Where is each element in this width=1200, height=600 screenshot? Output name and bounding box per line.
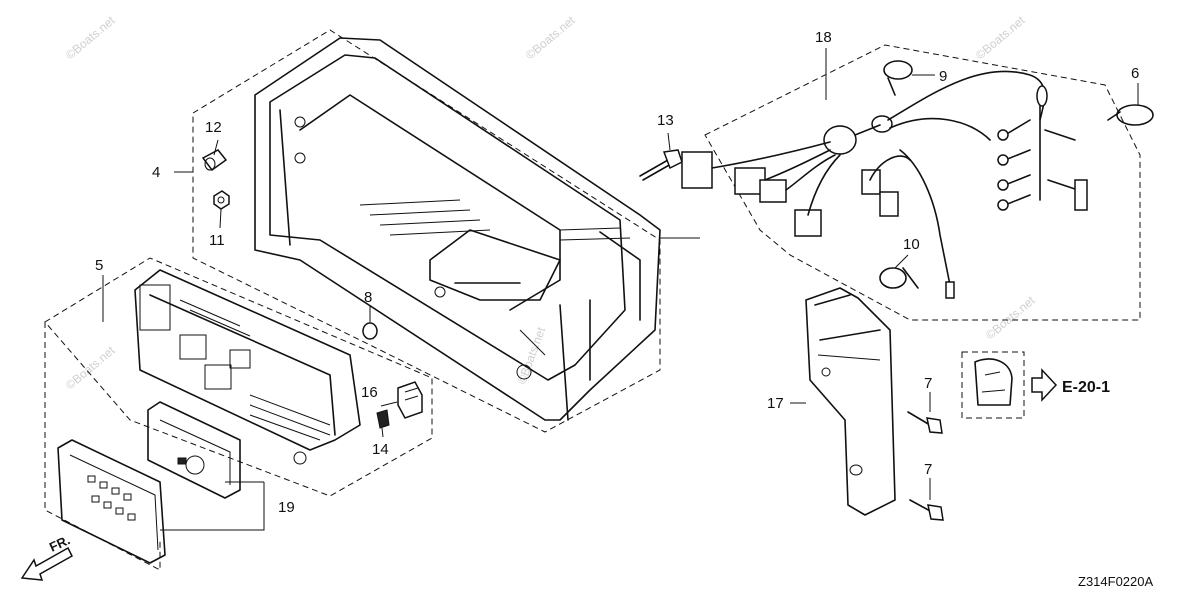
watermark-1: ©Boats.net xyxy=(63,13,118,62)
leader-lines xyxy=(102,48,1139,531)
nut-part-11 xyxy=(213,190,230,210)
front-panel xyxy=(57,439,166,564)
harness-assembly-boundary xyxy=(704,44,1141,321)
callout-9: 9 xyxy=(939,68,947,85)
callout-12: 12 xyxy=(205,119,222,136)
watermark-4: ©Boats.net xyxy=(63,343,118,392)
callout-16: 16 xyxy=(361,384,378,401)
housing-hatch xyxy=(359,199,700,241)
reference-label: E-20-1 xyxy=(1062,379,1110,396)
callout-10: 10 xyxy=(903,236,920,253)
callout-6: 6 xyxy=(1131,65,1139,82)
watermark-2: ©Boats.net xyxy=(523,13,578,62)
clamp-part-10 xyxy=(879,267,919,289)
watermark-5: ©Boats.net xyxy=(983,293,1038,342)
control-assembly-boundary xyxy=(44,257,433,497)
collar-part-12 xyxy=(201,149,228,172)
callout-8: 8 xyxy=(364,289,372,306)
callout-5: 5 xyxy=(95,257,103,274)
band-part-6 xyxy=(1107,104,1154,126)
drawing-code: Z314F0220A xyxy=(1078,574,1153,589)
terminal-part-14 xyxy=(376,409,390,429)
grommet-part-8 xyxy=(362,322,378,340)
control-unit xyxy=(134,269,361,465)
bolt-part-13 xyxy=(639,149,683,181)
callout-4: 4 xyxy=(152,164,160,181)
watermark-3: ©Boats.net xyxy=(973,13,1028,62)
callout-13: 13 xyxy=(657,112,674,129)
front-direction-arrow: FR. xyxy=(20,532,73,581)
connector-part-16 xyxy=(397,381,423,419)
callout-11: 11 xyxy=(209,232,225,249)
bolt-part-7-upper xyxy=(907,411,943,434)
clamp-part-9 xyxy=(883,60,913,96)
callout-14: 14 xyxy=(372,441,389,458)
callout-7-upper: 7 xyxy=(924,375,932,392)
callout-17: 17 xyxy=(767,395,784,412)
callout-7-lower: 7 xyxy=(924,461,932,478)
reference-e-20-1: E-20-1 xyxy=(961,351,1110,419)
sub-panel xyxy=(147,401,241,499)
bracket-part-17 xyxy=(805,287,896,516)
bolt-part-7-lower xyxy=(909,499,944,521)
wire-harness xyxy=(681,70,1088,299)
callouts: 4 5 6 7 7 8 9 10 11 12 13 14 16 17 18 19 xyxy=(95,29,1139,516)
callout-19: 19 xyxy=(278,499,295,516)
callout-18: 18 xyxy=(815,29,832,46)
